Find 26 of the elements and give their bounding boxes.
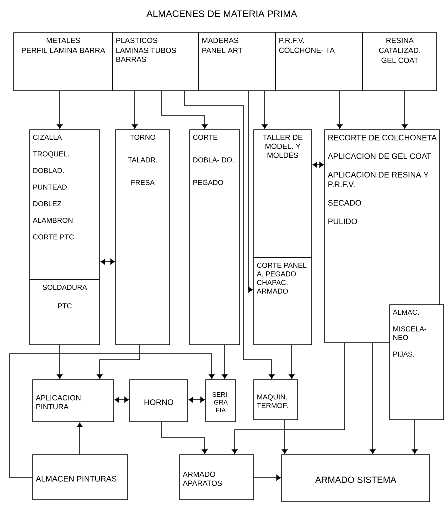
arrow	[77, 422, 83, 455]
arrow	[232, 343, 346, 454]
arrow	[402, 91, 408, 130]
arrow	[262, 91, 268, 130]
arrow	[10, 354, 215, 478]
arrow	[248, 91, 254, 293]
arrow	[188, 397, 206, 403]
arrow	[412, 420, 418, 454]
arrow	[337, 91, 343, 130]
arrow	[282, 420, 288, 454]
arrow	[114, 397, 130, 403]
arrow	[254, 475, 282, 481]
heading: ALMACENES DE MATERIA PRIMA	[146, 10, 298, 18]
arrow	[312, 162, 324, 168]
arrow	[132, 91, 138, 130]
arrow	[97, 345, 140, 380]
arrow	[57, 345, 63, 380]
arrow	[222, 345, 228, 380]
arrow	[162, 422, 208, 454]
arrow	[100, 259, 116, 265]
arrow	[162, 91, 208, 130]
process-box: ARMADO SISTEMA	[282, 454, 430, 502]
arrow	[289, 345, 295, 380]
arrow	[184, 91, 275, 380]
arrow	[57, 91, 63, 130]
arrow	[370, 343, 376, 454]
